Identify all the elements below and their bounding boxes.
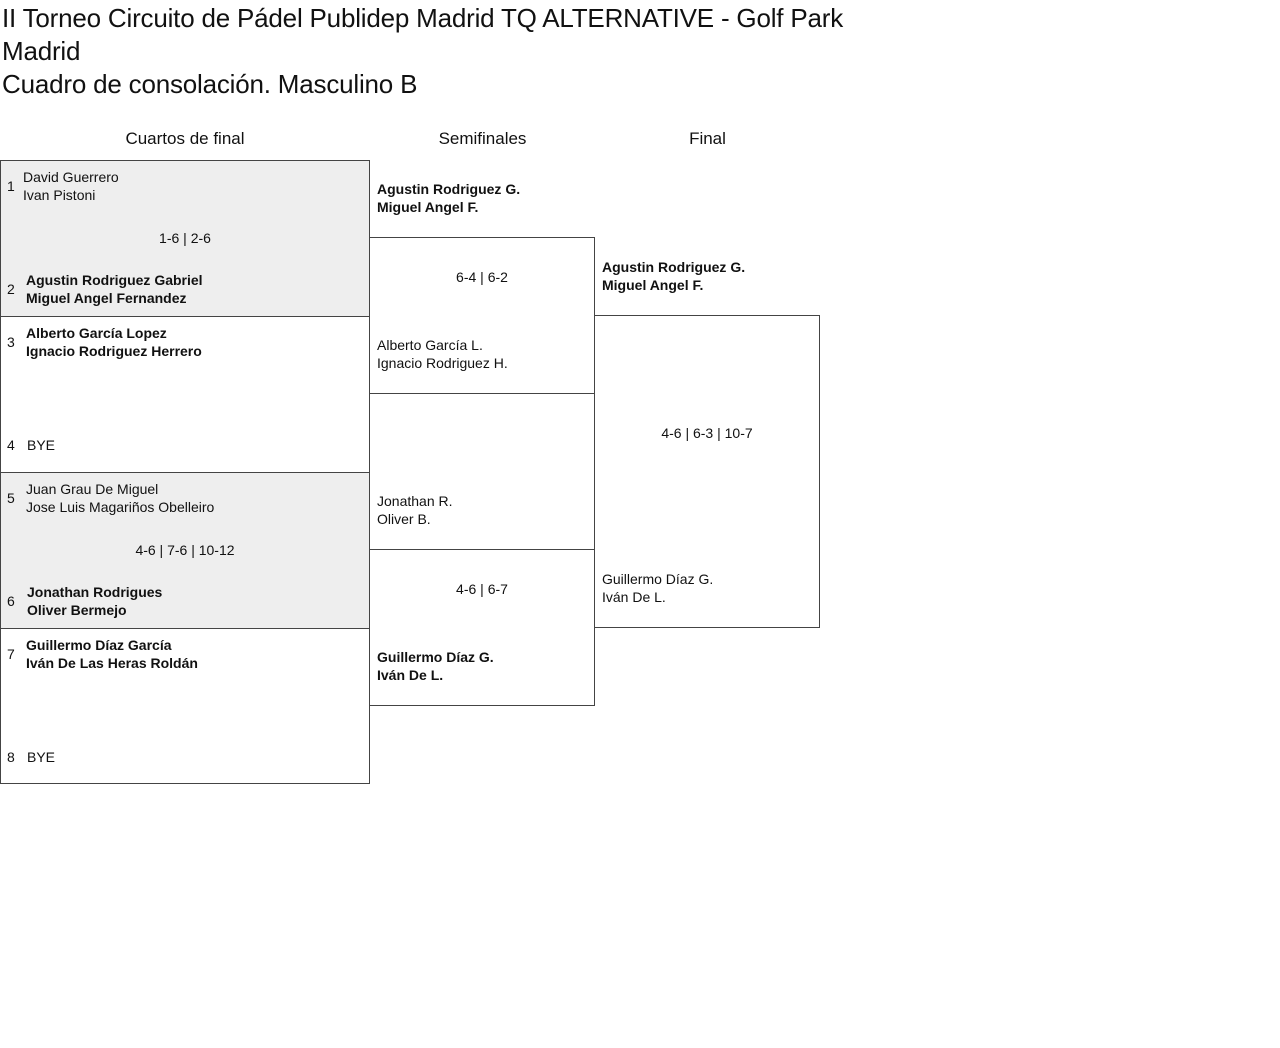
player-name: Agustin Rodriguez G.	[602, 259, 746, 275]
seed-number: 3	[7, 334, 15, 350]
match-score: 1-6 | 2-6	[159, 230, 211, 246]
tournament-title: II Torneo Circuito de Pádel Publidep Mad…	[2, 3, 844, 66]
seed-number: 6	[7, 593, 15, 609]
player-name: Ignacio Rodriguez H.	[377, 355, 508, 371]
seed-number: 2	[7, 281, 15, 297]
round-header-quarterfinals: Cuartos de final	[125, 129, 245, 148]
qf-pair-1: David Guerrero Ivan Pistoni	[23, 168, 119, 204]
qf-pair-8-bye: BYE	[27, 748, 55, 766]
player-name: Ignacio Rodriguez Herrero	[26, 343, 202, 359]
player-name: Jonathan Rodrigues	[27, 584, 163, 600]
player-name: Guillermo Díaz García	[26, 637, 172, 653]
player-name: Guillermo Díaz G.	[377, 649, 494, 665]
player-name: Alberto García Lopez	[26, 325, 167, 341]
player-name: Oliver Bermejo	[27, 602, 127, 618]
player-name: Miguel Angel Fernandez	[26, 290, 187, 306]
final-match-bracket	[594, 315, 820, 628]
seed-number: 8	[7, 749, 15, 765]
bye-label: BYE	[27, 437, 56, 453]
match-score: 4-6 | 6-7	[456, 581, 508, 597]
seed-number: 5	[7, 490, 15, 506]
draw-subtitle: Cuadro de consolación. Masculino B	[2, 69, 418, 99]
player-name: Oliver B.	[377, 511, 431, 527]
player-name: Iván De L.	[377, 667, 444, 683]
qf-pair-5: Juan Grau De Miguel Jose Luis Magariños …	[26, 480, 214, 516]
bye-label: BYE	[27, 749, 56, 765]
match-score: 6-4 | 6-2	[456, 269, 508, 285]
seed-number: 1	[7, 178, 15, 194]
player-name: Miguel Angel F.	[602, 277, 704, 293]
qf-match-4	[0, 628, 370, 784]
player-name: Juan Grau De Miguel	[26, 481, 159, 497]
player-name: Miguel Angel F.	[377, 199, 479, 215]
qf-match-1	[0, 160, 370, 317]
player-name: Agustin Rodriguez G.	[377, 181, 521, 197]
qf-match-3	[0, 472, 370, 629]
player-name: Jose Luis Magariños Obelleiro	[26, 499, 215, 515]
round-header-final: Final	[689, 129, 726, 148]
match-score: 4-6 | 6-3 | 10-7	[661, 425, 753, 441]
player-name: Iván De Las Heras Roldán	[26, 655, 198, 671]
qf-pair-3-winner: Alberto García Lopez Ignacio Rodriguez H…	[26, 324, 202, 360]
final-pair-1-winner: Agustin Rodriguez G. Miguel Angel F.	[602, 258, 745, 294]
player-name: Jonathan R.	[377, 493, 453, 509]
round-header-semifinals: Semifinales	[438, 129, 527, 148]
player-name: Iván De L.	[602, 589, 666, 605]
match-score: 4-6 | 7-6 | 10-12	[135, 542, 235, 558]
player-name: Alberto García L.	[377, 337, 483, 353]
qf-pair-6-winner: Jonathan Rodrigues Oliver Bermejo	[27, 583, 162, 619]
qf-pair-4-bye: BYE	[27, 436, 55, 454]
seed-number: 4	[7, 437, 15, 453]
sf-pair-2: Alberto García L. Ignacio Rodriguez H.	[377, 336, 508, 372]
sf-pair-3: Jonathan R. Oliver B.	[377, 492, 453, 528]
seed-number: 7	[7, 646, 15, 662]
sf-pair-1-winner: Agustin Rodriguez G. Miguel Angel F.	[377, 180, 520, 216]
final-pair-2: Guillermo Díaz G. Iván De L.	[602, 570, 713, 606]
qf-pair-2-winner: Agustin Rodriguez Gabriel Miguel Angel F…	[26, 271, 203, 307]
player-name: David Guerrero	[23, 169, 119, 185]
player-name: Ivan Pistoni	[23, 187, 96, 203]
player-name: Guillermo Díaz G.	[602, 571, 714, 587]
player-name: Agustin Rodriguez Gabriel	[26, 272, 203, 288]
qf-pair-7-winner: Guillermo Díaz García Iván De Las Heras …	[26, 636, 198, 672]
sf-pair-4-winner: Guillermo Díaz G. Iván De L.	[377, 648, 494, 684]
